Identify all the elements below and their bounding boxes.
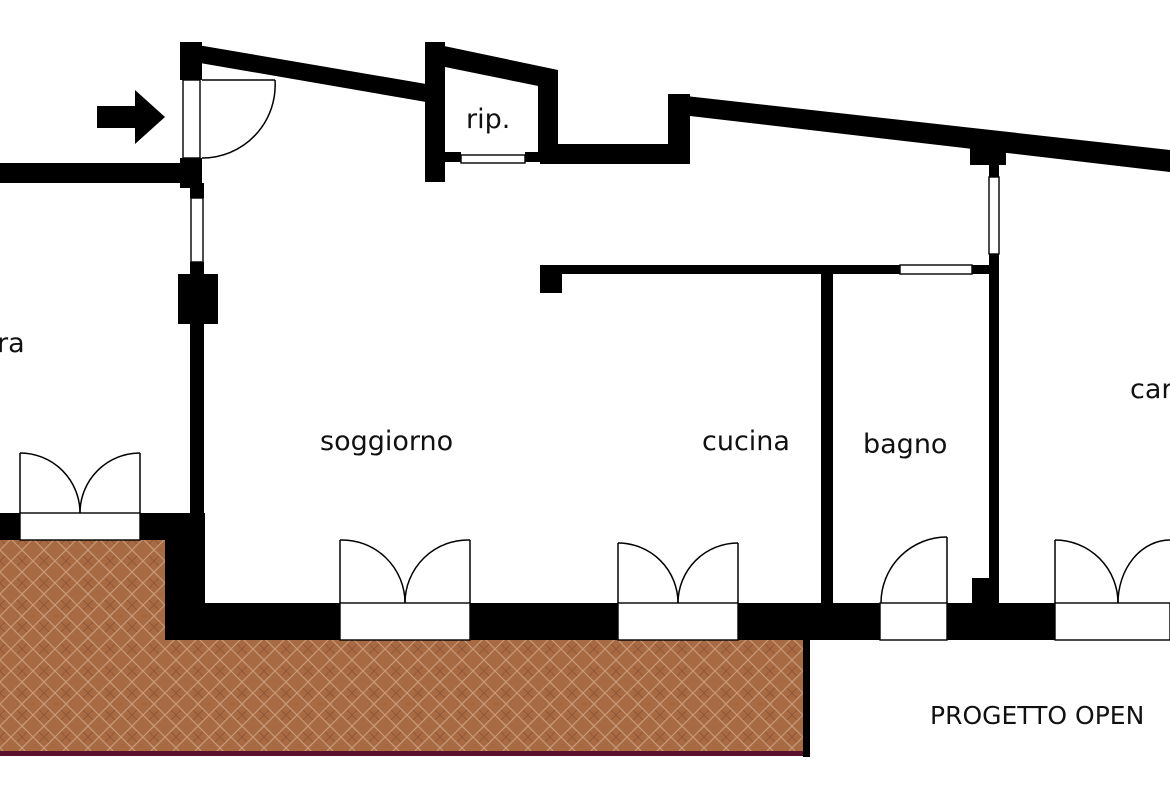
- window-right-room-sill: [1054, 602, 1170, 641]
- walls: [0, 42, 1170, 640]
- window-bagno-top: [899, 264, 973, 275]
- windows: [19, 79, 1170, 641]
- room-label-bagno: bagno: [863, 429, 947, 460]
- entrance-arrow-icon: [97, 90, 165, 144]
- window-bagno-sill: [879, 602, 948, 641]
- room-label-left: ra: [0, 328, 25, 359]
- french-door-left-room: [19, 452, 141, 514]
- project-note: PROGETTO OPEN: [930, 701, 1144, 730]
- french-door-soggiorno: [339, 539, 471, 604]
- window-rip: [460, 154, 526, 164]
- entrance-door: [201, 79, 276, 159]
- window-cucina-sill: [617, 602, 739, 641]
- french-door-right-room: [1054, 539, 1170, 604]
- french-door-cucina: [617, 542, 739, 604]
- room-label-cucina: cucina: [702, 426, 790, 457]
- window-right-wall: [988, 176, 1000, 255]
- room-label-right: car: [1130, 374, 1170, 405]
- window-soggiorno-sill: [339, 602, 471, 641]
- terrace: [0, 540, 810, 757]
- room-label-soggiorno: soggiorno: [320, 426, 453, 457]
- door-bagno: [880, 536, 948, 604]
- window-left-wall: [190, 197, 204, 263]
- doors: [19, 79, 1170, 604]
- window-entrance: [182, 79, 201, 159]
- room-label-ripostiglio: rip.: [466, 104, 510, 135]
- window-left-room-sill: [19, 512, 141, 541]
- terrace-side-wall: [803, 640, 810, 757]
- terrace-edge: [0, 751, 805, 756]
